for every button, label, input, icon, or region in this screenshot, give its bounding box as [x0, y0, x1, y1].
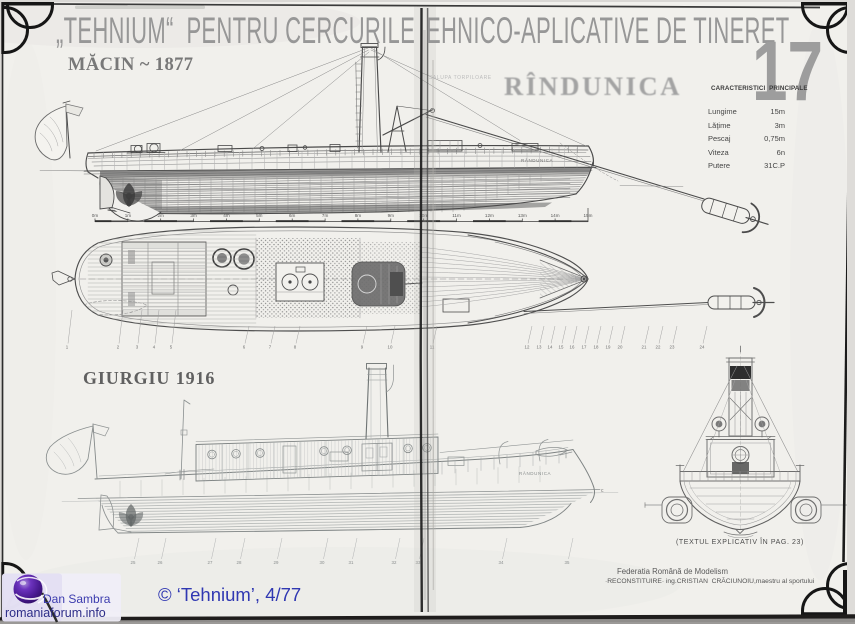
- svg-text:19: 19: [606, 345, 611, 350]
- svg-text:33: 33: [416, 560, 421, 565]
- svg-text:14: 14: [548, 345, 553, 350]
- svg-text:13m: 13m: [518, 213, 527, 218]
- svg-text:0m: 0m: [92, 213, 99, 218]
- svg-text:16: 16: [570, 345, 575, 350]
- svg-text:6m: 6m: [289, 213, 296, 218]
- svg-text:23: 23: [670, 345, 675, 350]
- svg-text:31: 31: [349, 560, 354, 565]
- svg-text:12m: 12m: [485, 213, 494, 218]
- svg-text:15m: 15m: [584, 213, 593, 218]
- svg-text:10: 10: [388, 345, 393, 350]
- svg-text:3m: 3m: [190, 213, 197, 218]
- svg-text:12: 12: [525, 345, 530, 350]
- svg-text:14m: 14m: [551, 213, 560, 218]
- svg-text:7: 7: [269, 345, 272, 350]
- svg-text:17: 17: [582, 345, 587, 350]
- svg-text:26: 26: [158, 560, 163, 565]
- svg-text:4m: 4m: [223, 213, 230, 218]
- svg-text:29: 29: [274, 560, 279, 565]
- svg-text:3: 3: [136, 345, 139, 350]
- svg-text:9: 9: [361, 345, 364, 350]
- svg-text:6: 6: [243, 345, 246, 350]
- svg-text:32: 32: [392, 560, 397, 565]
- svg-text:21: 21: [642, 345, 647, 350]
- svg-text:35: 35: [565, 560, 570, 565]
- svg-text:1m: 1m: [125, 213, 132, 218]
- svg-text:24: 24: [700, 345, 705, 350]
- svg-text:13: 13: [537, 345, 542, 350]
- svg-text:2: 2: [117, 345, 120, 350]
- svg-text:22: 22: [656, 345, 661, 350]
- svg-text:28: 28: [237, 560, 242, 565]
- svg-text:1: 1: [66, 345, 69, 350]
- svg-text:7m: 7m: [322, 213, 329, 218]
- svg-text:8m: 8m: [355, 213, 362, 218]
- svg-text:27: 27: [208, 560, 213, 565]
- svg-text:15: 15: [559, 345, 564, 350]
- svg-text:20: 20: [618, 345, 623, 350]
- svg-text:18: 18: [594, 345, 599, 350]
- svg-text:25: 25: [131, 560, 136, 565]
- svg-text:c: c: [601, 488, 604, 494]
- svg-text:10m: 10m: [419, 213, 428, 218]
- svg-text:11: 11: [430, 345, 435, 350]
- svg-text:11m: 11m: [452, 213, 461, 218]
- svg-text:8: 8: [294, 345, 297, 350]
- svg-text:5: 5: [170, 345, 173, 350]
- svg-text:30: 30: [320, 560, 325, 565]
- svg-text:34: 34: [499, 560, 504, 565]
- svg-text:2m: 2m: [158, 213, 165, 218]
- svg-text:9m: 9m: [388, 213, 395, 218]
- svg-text:5m: 5m: [256, 213, 263, 218]
- svg-text:4: 4: [153, 345, 156, 350]
